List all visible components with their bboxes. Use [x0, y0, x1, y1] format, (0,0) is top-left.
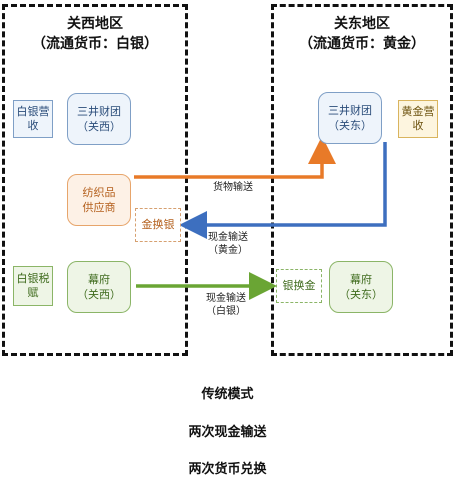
shogunate-west-node: 幕府（关西）	[67, 261, 131, 313]
silver-revenue-tag: 白银营收	[13, 100, 53, 138]
east-region-currency: （流通货币：黄金）	[299, 36, 425, 52]
textile-supplier-node: 纺织品供应商	[67, 174, 131, 226]
mode-caption: 传统模式	[201, 387, 254, 402]
west-region-currency: （流通货币：白银）	[32, 36, 158, 52]
shogunate-east-node: 幕府（关东）	[329, 261, 393, 313]
goods-edge-label: 货物输送	[213, 182, 253, 193]
silver-to-gold-tag: 银换金	[276, 269, 322, 303]
mitsui-east-node: 三井财团（关东）	[318, 92, 382, 144]
gold-revenue-tag: 黄金营收	[398, 100, 438, 138]
gold-to-silver-tag: 金换银	[135, 208, 181, 242]
cash-transport-caption: 两次现金输送	[188, 425, 267, 440]
cash-gold-arrow	[179, 142, 387, 239]
cash-silver-edge-label: 现金输送 （白银）	[206, 293, 246, 317]
goods-arrow	[134, 136, 336, 179]
east-region-title: 关东地区	[334, 16, 390, 32]
mitsui-west-node: 三井财团（关西）	[67, 93, 131, 145]
cash-gold-edge-label: 现金输送 （黄金）	[208, 232, 248, 256]
silver-tax-tag: 白银税赋	[13, 266, 53, 306]
west-region-title: 关西地区	[67, 16, 123, 32]
currency-exchange-caption: 两次货币兑换	[188, 462, 267, 477]
west-region: 关西地区 （流通货币：白银）	[2, 4, 188, 356]
east-region: 关东地区 （流通货币：黄金）	[271, 4, 453, 356]
